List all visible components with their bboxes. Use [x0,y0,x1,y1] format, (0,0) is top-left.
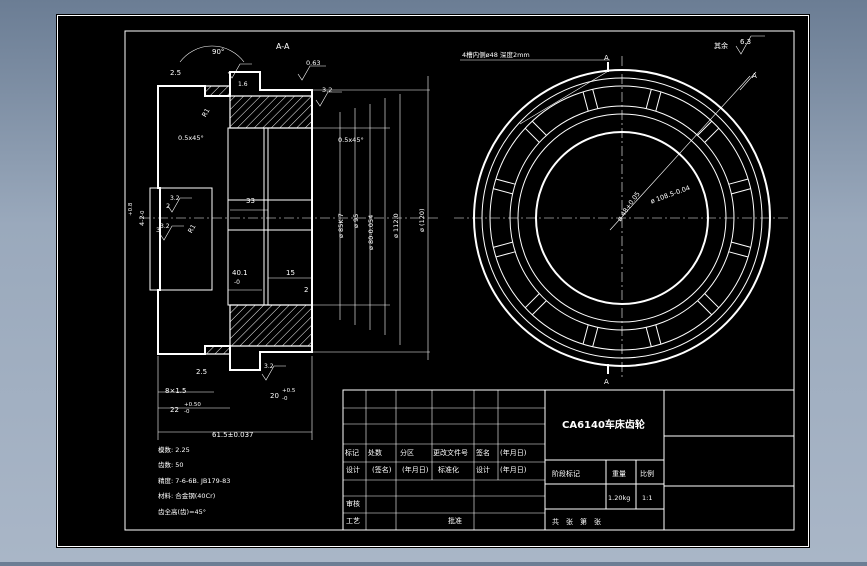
dims-tol_40b: -0 [234,279,240,286]
section-label: A-A [276,42,290,51]
roughness-r063: 0.63 [306,59,320,67]
title_block-weight: 重量 [612,470,626,478]
dims-left_tol_c: -0 [140,210,146,216]
dims-d33: 33 [246,197,255,205]
circle_view-label_A_bot: A [604,378,609,386]
slot-mark [493,178,516,195]
technical-notes: 模数: 2.25 齿数: 50 精度: 7-6-6B. JB179-83 材料:… [158,445,230,516]
dims-tol_22c: -0 [184,409,190,415]
dims-tol_20b: +0.5 [282,388,296,394]
dims-left_tol_b: +0.8 [128,202,134,216]
corner-roughness: 其余 6.3 [714,35,765,55]
roughness-corner: 6.3 [740,38,751,46]
notes-n2: 齿数: 50 [158,460,184,469]
title_block-r_design2: 设计 [476,465,490,474]
drawing-sheet [56,14,810,548]
dims-d120: ø (120) [418,208,426,232]
dims-cham_c: 0.5x45° [338,136,364,144]
roughness-r32c: 3.2 [160,223,170,230]
dims-cham_b: 0.5x45° [178,134,204,142]
title_block-h_date: (年月日) [500,448,527,457]
slot-mark [728,178,751,195]
slot-mark [524,120,547,143]
notes-n3: 精度: 7-6-6B. JB179-83 [158,476,230,485]
notes-n1: 模数: 2.25 [158,445,190,454]
hatch-top [229,95,313,129]
slot-mark [645,89,662,112]
roughness-corner_label: 其余 [714,41,728,50]
slot-mark [697,120,720,143]
dims-tol_8: 8×1.5 [165,387,186,395]
slot-mark [728,241,751,258]
dims-lbl_3: 3 [156,226,160,234]
slot-mark [493,241,516,258]
dims-left_tol: 4-2 [138,215,146,226]
dims-d95: ø 95 [352,214,360,228]
roughness-r16: 1.6 [238,81,248,88]
roughness-r32d: 3.2 [264,363,274,370]
title_block-h_doc: 更改文件号 [433,448,468,457]
title_block-craft: 工艺 [346,517,360,525]
title_block-r_design: 设计 [346,465,360,474]
notes-n5: 齿全高(齿)=45° [158,507,206,516]
title_block-h_zone: 分区 [400,448,414,457]
title_block-stage: 阶段标记 [552,469,580,478]
dims-d25_bot: 2.5 [196,368,207,376]
title_block-scale_val: 1:1 [642,494,652,502]
dims-d15: 15 [286,269,295,277]
roughness-r32b: 3.2 [170,195,180,202]
title_block-scale: 比例 [640,469,654,478]
title_block-r_sign: (签名) [372,465,392,474]
dims-r1b: R1 [186,223,197,234]
dims-d2: 2 [304,286,308,294]
dims-tol_20c: -0 [282,396,288,402]
slot-mark [582,324,599,347]
dims-tol_22: 22 [170,406,179,414]
dims-d25_top: 2.5 [170,69,181,77]
title-block: CA6140车床齿轮 标记 处数 分区 更改文件号 签名 (年月日) 设计 (签… [342,389,795,531]
title_block-r_date: (年月日) [402,465,429,474]
title_block-h_count: 处数 [368,448,382,457]
title_block-r_std: 标准化 [438,465,459,474]
dims-tol_40: 40.1 [232,269,248,277]
slot-marks [493,89,751,347]
slot-mark [524,293,547,316]
notes-n4: 材料: 合金钢(40Cr) [158,491,215,500]
dims-d80: ø 80-0.054 [367,215,375,250]
svg-text:A: A [752,72,757,80]
drawing-title: CA6140车床齿轮 [562,418,645,431]
title_block-review: 审核 [346,499,360,508]
dims-tol_20: 20 [270,392,279,400]
dim-angle: 90° [212,48,224,56]
slot-mark [697,293,720,316]
dim-length: 61.5±0.037 [212,431,254,439]
title_block-r_date2: (年月日) [500,465,527,474]
title_block-h_mark: 标记 [345,448,359,457]
title_block-h_sign: 签名 [476,448,490,457]
slot-mark [582,89,599,112]
title_block-sheets: 共 张 第 张 [552,517,601,526]
dims-d112: ø 112.0 [392,213,400,238]
section-view: A-A [128,42,440,440]
roughness-r32a: 3.2 [322,86,332,94]
slot-note: 4槽内侧ø48 深度2mm [462,50,530,59]
hatch-bottom [229,304,313,347]
title_block-weight_val: 1.20kg [608,494,630,502]
dims-r1: R1 [200,107,211,118]
title_block-approve: 批准 [448,516,462,525]
slot-mark [645,324,662,347]
circle_view-label_A_top: A [604,54,609,62]
dims-tol_22b: +0.50 [184,402,201,408]
dims-d85k7: ø 85K 7 [337,213,345,238]
sheet-outer-border [57,15,809,547]
